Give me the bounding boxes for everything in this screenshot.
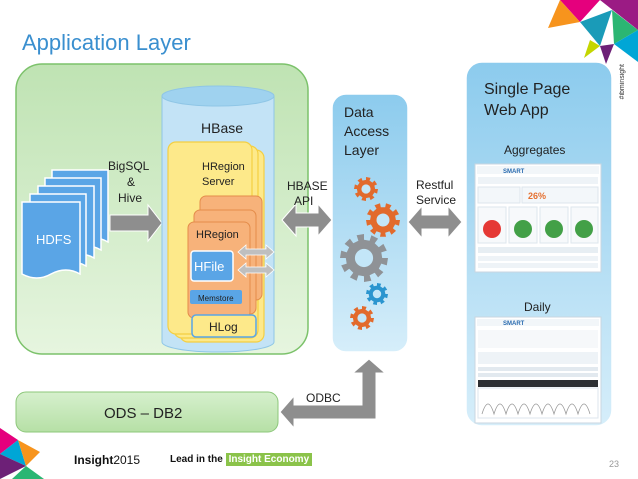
hfile-box: [190, 250, 234, 282]
restful-service-arrow: [407, 204, 463, 240]
hlog-box: [191, 314, 257, 338]
memstore-box: [190, 290, 242, 304]
hregion-server-label-1: HRegion: [202, 161, 245, 173]
hdfs-documents: [21, 169, 109, 279]
restful-label-2: Service: [416, 193, 456, 207]
memstore-label: Memstore: [198, 294, 234, 303]
ods-db2-box: [15, 391, 279, 433]
spa-label-2: Web App: [484, 102, 549, 119]
odbc-arrow: [279, 358, 387, 430]
decorative-triangles-top-right: [548, 0, 638, 64]
bigsql-arrow: [109, 203, 163, 243]
footer-brand-insight: Insight: [74, 453, 114, 467]
daily-dashboard-thumbnail: SMART: [474, 316, 602, 424]
dashboard-percent: 26%: [528, 191, 546, 201]
footer-brand-year: 2015: [113, 453, 141, 467]
footer-tagline: Lead in the Insight Economy: [170, 453, 313, 466]
restful-label-1: Restful: [416, 178, 453, 192]
footer-brand: Insight2015: [74, 453, 140, 467]
bigsql-label-1: BigSQL: [108, 159, 150, 173]
dal-label-2: Access: [344, 123, 389, 139]
dal-label-3: Layer: [344, 142, 379, 158]
ods-label: ODS – DB2: [104, 405, 182, 422]
bigsql-label-2: &: [127, 175, 135, 189]
hbase-api-label-1: HBASE: [287, 179, 328, 193]
decorative-triangles-bottom-left: [0, 428, 44, 479]
gears-group: [340, 177, 400, 330]
slide-title: Application Layer: [22, 30, 191, 55]
hbase-label: HBase: [201, 120, 243, 136]
dal-label-1: Data: [344, 104, 374, 120]
hregion-server-label-2: Server: [202, 176, 235, 188]
aggregates-dashboard-thumbnail: SMART 26%: [474, 163, 602, 273]
gear-orange-small-icon-hole: [361, 184, 371, 194]
spa-label-1: Single Page: [484, 81, 570, 98]
bigsql-label-3: Hive: [118, 191, 142, 205]
page-number: 23: [609, 459, 620, 469]
daily-label: Daily: [524, 300, 551, 314]
hbase-api-label-2: API: [294, 194, 313, 208]
hregion-label: HRegion: [196, 229, 239, 241]
gear-gray-icon-hole: [354, 248, 374, 268]
gear-blue-icon-hole: [372, 289, 382, 299]
daily-dashboard-brand: SMART: [503, 321, 525, 327]
hashtag-text: #ibminsight: [619, 64, 626, 100]
odbc-label: ODBC: [306, 391, 341, 405]
hdfs-label: HDFS: [36, 232, 72, 247]
dashboard-brand: SMART: [503, 169, 525, 175]
aggregates-label: Aggregates: [504, 143, 565, 157]
gear-orange-large-icon-hole: [376, 213, 390, 227]
hfile-double-arrows: [237, 244, 275, 278]
gear-orange-bottom-icon-hole: [357, 313, 367, 323]
footer-economy: Insight Economy: [225, 453, 313, 466]
hfile-label: HFile: [194, 259, 224, 274]
footer-lead-in: Lead in the: [170, 454, 223, 465]
hlog-label: HLog: [209, 320, 238, 334]
